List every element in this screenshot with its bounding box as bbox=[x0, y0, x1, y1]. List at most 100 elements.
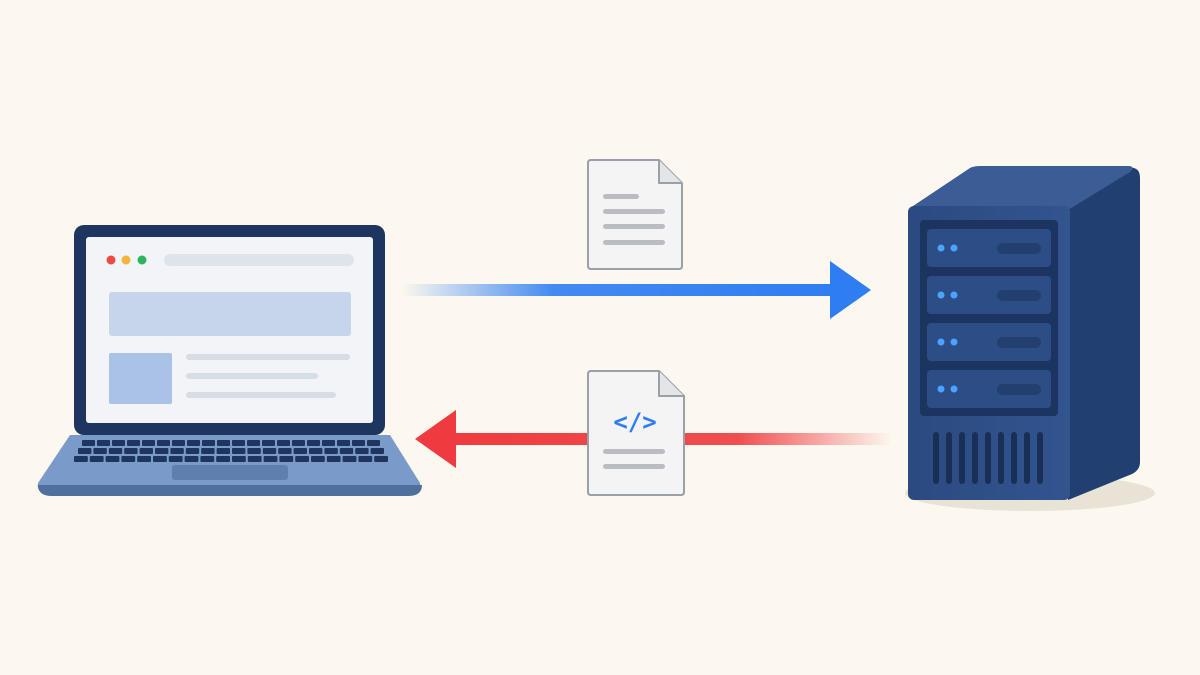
hero-banner-placeholder bbox=[109, 292, 351, 336]
status-led bbox=[937, 291, 945, 299]
document-line bbox=[603, 194, 639, 199]
keyboard-key bbox=[108, 448, 123, 454]
document-fold bbox=[658, 160, 682, 184]
drive-bay bbox=[927, 276, 1051, 314]
vent-slot bbox=[959, 432, 965, 484]
keyboard-key bbox=[121, 456, 136, 462]
document-line bbox=[603, 224, 665, 229]
keyboard-key bbox=[217, 440, 230, 446]
code-document-icon: </> bbox=[587, 370, 685, 496]
keyboard-key bbox=[127, 440, 140, 446]
vent-slot bbox=[1011, 432, 1017, 484]
keyboard-key bbox=[337, 440, 350, 446]
keyboard-key bbox=[307, 440, 320, 446]
keyboard-key bbox=[172, 440, 185, 446]
keyboard-key bbox=[262, 440, 275, 446]
vent-slot bbox=[1037, 432, 1043, 484]
keyboard-key bbox=[82, 440, 95, 446]
keyboard-key bbox=[295, 456, 309, 462]
server-tower bbox=[905, 166, 1155, 511]
keyboard-key bbox=[153, 456, 167, 462]
keyboard-key bbox=[339, 448, 354, 454]
document-icon bbox=[587, 159, 683, 270]
keyboard-key bbox=[105, 456, 120, 462]
status-led bbox=[937, 385, 945, 393]
keyboard-key bbox=[293, 448, 307, 454]
response-arrow-head bbox=[415, 410, 456, 468]
keyboard-key bbox=[155, 448, 169, 454]
keyboard-key bbox=[157, 440, 170, 446]
keyboard-key bbox=[358, 456, 373, 462]
keyboard-key bbox=[247, 448, 261, 454]
drive-bay bbox=[927, 229, 1051, 267]
request-arrow bbox=[402, 261, 871, 319]
keyboard-key bbox=[262, 448, 277, 454]
keyboard-key bbox=[279, 456, 294, 462]
keyboard-key bbox=[367, 440, 380, 446]
keyboard-key bbox=[232, 448, 246, 454]
laptop-trackpad bbox=[172, 465, 288, 480]
keyboard-key bbox=[247, 440, 260, 446]
document-line bbox=[603, 209, 665, 214]
keyboard-key bbox=[168, 456, 183, 462]
keyboard-key bbox=[200, 456, 215, 462]
keyboard-key bbox=[342, 456, 357, 462]
drive-bays bbox=[927, 229, 1051, 408]
vent-slot bbox=[1024, 432, 1030, 484]
code-document-fold bbox=[658, 371, 684, 397]
request-arrow-head bbox=[830, 261, 871, 319]
vent-slot bbox=[946, 432, 952, 484]
status-led bbox=[950, 244, 958, 252]
keyboard-key bbox=[74, 456, 88, 462]
keyboard-key bbox=[112, 440, 125, 446]
request-arrow-shaft bbox=[402, 284, 834, 296]
browser-window bbox=[106, 254, 354, 404]
vent-slot bbox=[985, 432, 991, 484]
keyboard-key bbox=[311, 456, 325, 462]
status-led bbox=[937, 244, 945, 252]
keyboard-key bbox=[78, 448, 92, 454]
text-line-placeholder bbox=[186, 373, 318, 379]
keyboard-key bbox=[352, 440, 365, 446]
keyboard-key bbox=[232, 440, 245, 446]
vent-slot bbox=[933, 432, 939, 484]
laptop-client bbox=[37, 225, 422, 496]
keyboard-key bbox=[89, 456, 104, 462]
keyboard-key bbox=[370, 448, 384, 454]
keyboard-key bbox=[322, 440, 335, 446]
keyboard-key bbox=[93, 448, 107, 454]
server-side-panel bbox=[1068, 167, 1140, 500]
server-vents bbox=[933, 432, 1043, 484]
status-led bbox=[950, 338, 958, 346]
laptop-base-edge bbox=[38, 485, 422, 496]
window-maximize-dot bbox=[137, 255, 147, 265]
keyboard-key bbox=[142, 440, 155, 446]
keyboard-key bbox=[202, 440, 215, 446]
text-line-placeholder bbox=[186, 392, 336, 398]
keyboard-key bbox=[170, 448, 184, 454]
status-led bbox=[937, 338, 945, 346]
document-line bbox=[603, 449, 665, 454]
keyboard-key bbox=[216, 448, 230, 454]
server-top-panel bbox=[910, 166, 1133, 210]
keyboard-key bbox=[185, 448, 200, 454]
text-line-placeholder bbox=[186, 354, 350, 360]
keyboard-key bbox=[187, 440, 200, 446]
keyboard-key bbox=[309, 448, 323, 454]
document-line bbox=[603, 240, 665, 245]
keyboard-key bbox=[124, 448, 138, 454]
window-minimize-dot bbox=[121, 255, 131, 265]
keyboard-key bbox=[97, 440, 110, 446]
server-bay-area bbox=[920, 220, 1058, 416]
keyboard-key bbox=[232, 456, 246, 462]
address-bar bbox=[164, 254, 354, 266]
keyboard-key bbox=[137, 456, 151, 462]
drive-handle bbox=[997, 384, 1041, 395]
keyboard-key bbox=[216, 456, 230, 462]
keyboard-key bbox=[184, 456, 199, 462]
code-glyph: </> bbox=[613, 408, 656, 436]
keyboard-key bbox=[374, 456, 388, 462]
vent-slot bbox=[972, 432, 978, 484]
